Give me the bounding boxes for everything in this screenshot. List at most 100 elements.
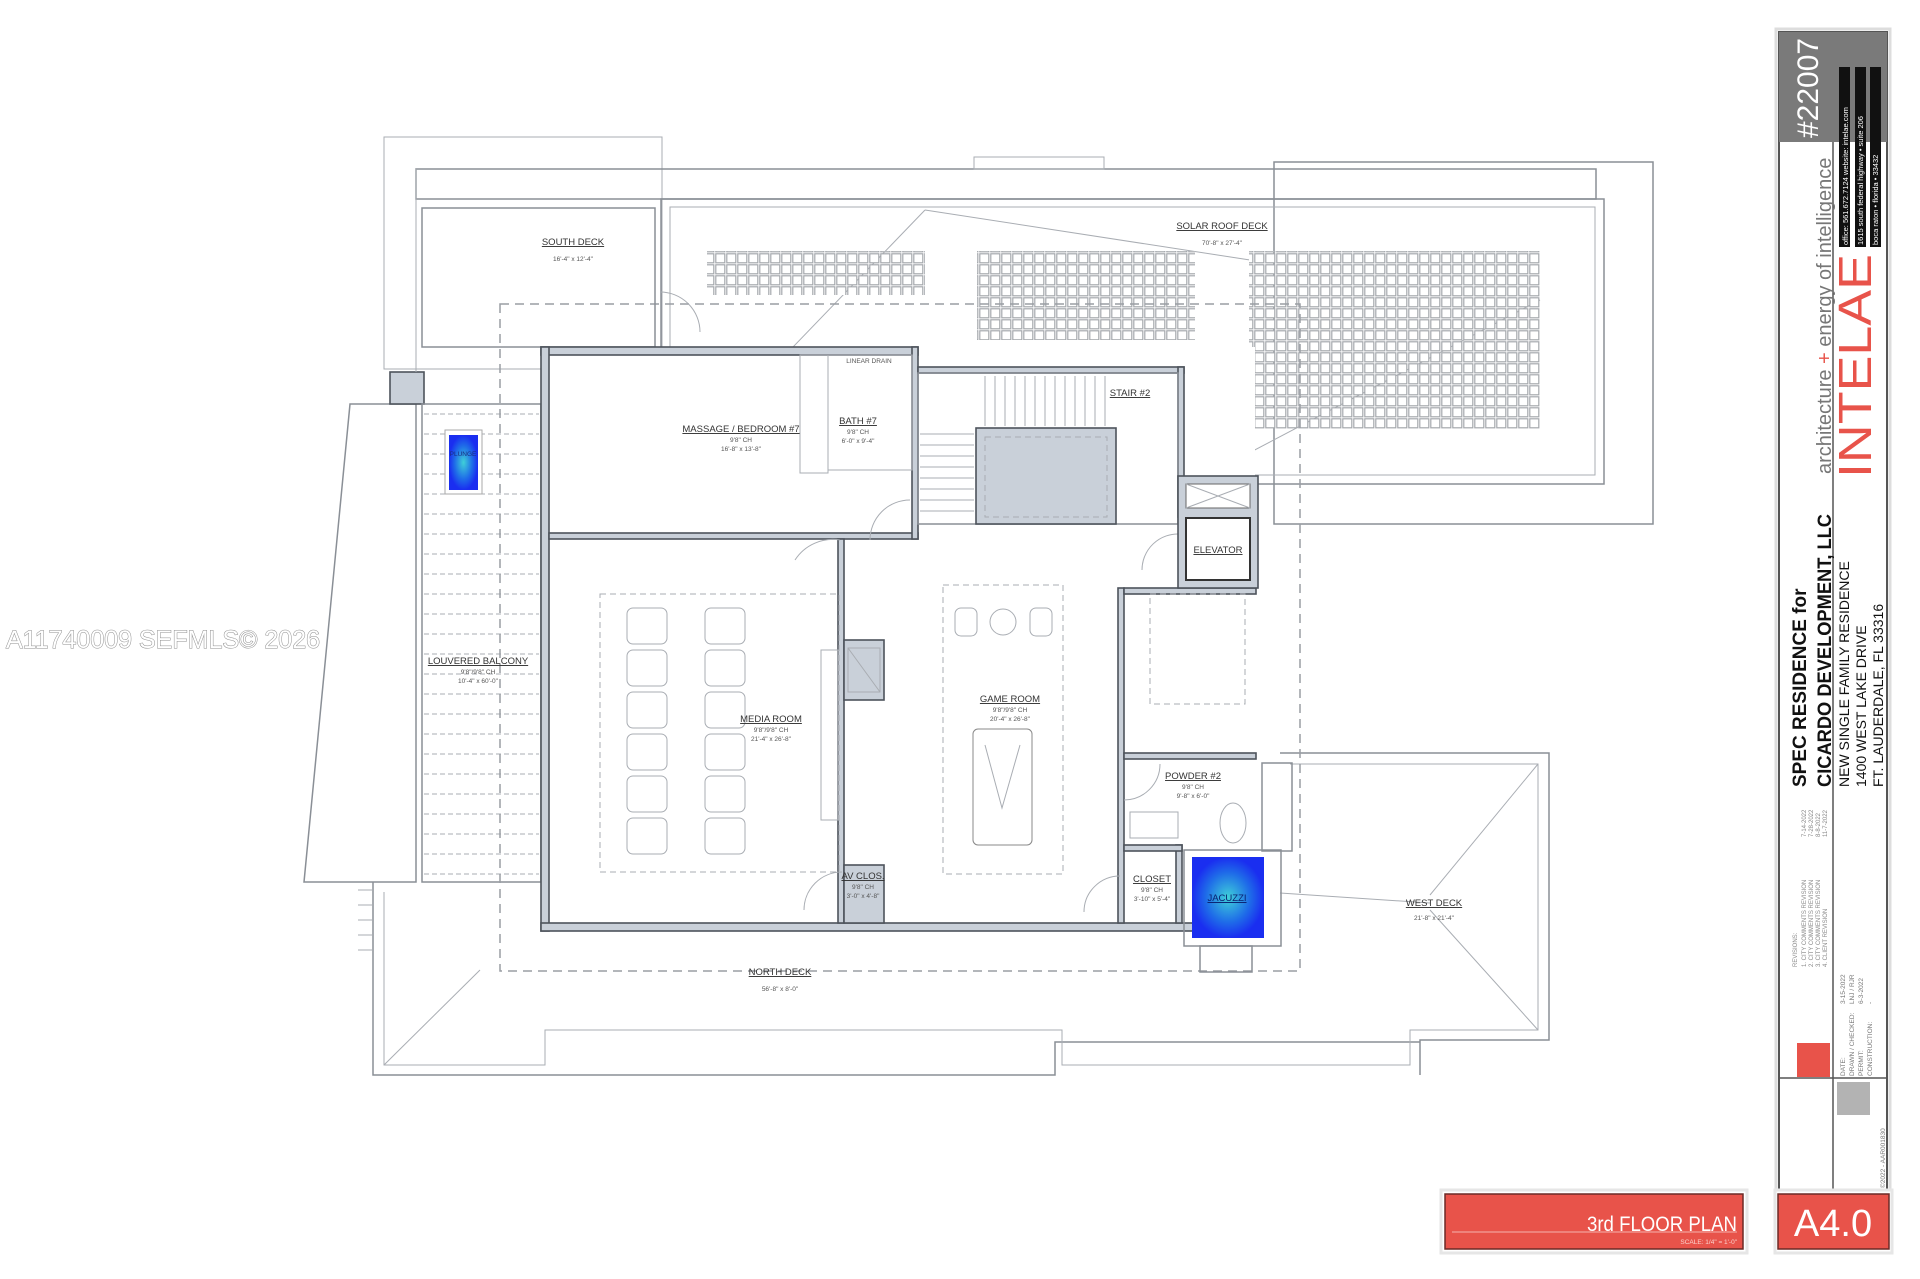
sheet-scale: SCALE: 1/4" = 1'-0" bbox=[1680, 1239, 1737, 1246]
title-block: #22007 architecture + energy of intellig… bbox=[1774, 27, 1892, 1195]
ch-media-room: 9'8"/9'8" CH bbox=[754, 727, 789, 734]
theater-seat bbox=[626, 733, 668, 771]
theater-seat bbox=[704, 691, 746, 729]
firm-tagline: architecture + energy of intelligence bbox=[1814, 158, 1836, 474]
revision-3-date: 8-8-2022 bbox=[1816, 812, 1822, 837]
sheet-title-text: 3rd FLOOR PLAN bbox=[1587, 1213, 1737, 1236]
revision-1: 1. CITY COMMENTS REVISION bbox=[1802, 880, 1808, 967]
dims-powder-2: 9'-8" x 6'-0" bbox=[1177, 793, 1210, 800]
firm-contact-city: boca raton • florida • 33432 bbox=[1871, 155, 1880, 245]
label-media-room: MEDIA ROOM bbox=[740, 714, 802, 725]
label-plunge: PLUNGE bbox=[450, 451, 477, 458]
project-number: #22007 bbox=[1792, 38, 1825, 138]
theater-seat bbox=[704, 649, 746, 687]
theater-seat bbox=[704, 607, 746, 645]
sheet-number: A4.0 bbox=[1794, 1203, 1872, 1245]
revision-1-date: 7-14-2022 bbox=[1802, 809, 1808, 837]
label-massage-bedroom: MASSAGE / BEDROOM #7 bbox=[682, 424, 799, 435]
firm-logo: INTELAE bbox=[1829, 254, 1881, 478]
firm-contact-address: 1615 south federal highway • suite 206 bbox=[1856, 116, 1865, 245]
overhang-dashed-line bbox=[499, 303, 1301, 972]
theater-seat bbox=[626, 607, 668, 645]
red-swatch bbox=[1797, 1043, 1830, 1077]
theater-seat bbox=[626, 775, 668, 813]
info-date-label: DATE: bbox=[1840, 1057, 1847, 1076]
info-construction-label: CONSTRUCTION: bbox=[1867, 1022, 1874, 1076]
theater-seat bbox=[626, 691, 668, 729]
dims-massage: 16'-8" x 13'-8" bbox=[721, 446, 762, 453]
jacuzzi bbox=[1183, 849, 1282, 973]
label-jacuzzi: JACUZZI bbox=[1207, 893, 1246, 904]
revision-2: 2. CITY COMMENTS REVISION bbox=[1809, 880, 1815, 967]
info-drawn: LNJ / RJR bbox=[1849, 974, 1856, 1004]
label-louvered-balcony: LOUVERED BALCONY bbox=[428, 656, 529, 667]
ch-massage: 9'8" CH bbox=[730, 437, 752, 444]
solar-array-3 bbox=[1249, 251, 1540, 429]
stair-2 bbox=[917, 372, 1179, 525]
dims-louvered-balcony: 10'-4" x 60'-0" bbox=[458, 678, 499, 685]
sheet-title: 3rd FLOOR PLAN SCALE: 1/4" = 1'-0" A4.0 bbox=[1439, 1188, 1894, 1255]
copyright: ©2022 - AAR001830 bbox=[1879, 1128, 1887, 1188]
label-solar-roof-deck: SOLAR ROOF DECK bbox=[1176, 221, 1268, 232]
revision-2-date: 7-28-2022 bbox=[1809, 809, 1815, 837]
revision-4: 4. CLIENT REVISION bbox=[1823, 909, 1829, 967]
stair-stub bbox=[358, 889, 372, 951]
info-date: 3-15-2022 bbox=[1840, 974, 1847, 1004]
dims-solar-roof-deck: 70'-8" x 27'-4" bbox=[1202, 240, 1243, 247]
label-stair-2: STAIR #2 bbox=[1110, 388, 1150, 399]
revisions: REVISIONS: 1. CITY COMMENTS REVISION 2. … bbox=[1793, 809, 1829, 967]
label-bath-7: BATH #7 bbox=[839, 416, 877, 427]
firm-contact-phone: office: 561.672.7124 website: intelae.co… bbox=[1841, 107, 1850, 245]
ch-closet: 9'8" CH bbox=[1141, 887, 1163, 894]
project-line-1: NEW SINGLE FAMILY RESIDENCE bbox=[1836, 561, 1852, 787]
room-labels: SOUTH DECK 16'-4" x 12'-4" SOLAR ROOF DE… bbox=[428, 221, 1463, 993]
dims-av-closet: 3'-0" x 4'-8" bbox=[847, 893, 880, 900]
gray-swatch bbox=[1837, 1082, 1870, 1115]
info-permit: 6-3-2022 bbox=[1858, 978, 1865, 1004]
revision-4-date: 11-7-2022 bbox=[1823, 809, 1829, 837]
info-permit-label: PERMIT: bbox=[1858, 1050, 1865, 1076]
theater-seat bbox=[626, 649, 668, 687]
deck-outline bbox=[358, 752, 1550, 1076]
dims-media-room: 21'-4" x 26'-8" bbox=[751, 736, 792, 743]
project-title-2: CICARDO DEVELOPMENT, LLC bbox=[1815, 514, 1836, 787]
dims-bath-7: 6'-0" x 9'-4" bbox=[842, 438, 875, 445]
ch-louvered-balcony: 9'8"/9'8" CH bbox=[461, 669, 496, 676]
south-deck bbox=[421, 207, 701, 348]
game-room-furniture bbox=[942, 584, 1064, 875]
label-av-closet: AV CLOS. bbox=[841, 871, 884, 882]
theater-seat bbox=[704, 817, 746, 855]
ch-powder-2: 9'8" CH bbox=[1182, 784, 1204, 791]
dims-south-deck: 16'-4" x 12'-4" bbox=[553, 256, 594, 263]
theater-seat bbox=[704, 733, 746, 771]
dims-west-deck: 21'-8" x 21'-4" bbox=[1414, 915, 1455, 922]
dims-north-deck: 56'-8" x 8'-0" bbox=[762, 986, 799, 993]
powder-fixtures bbox=[1129, 762, 1293, 852]
solar-array-2 bbox=[977, 251, 1195, 340]
info-drawn-label: DRAWN / CHECKED: bbox=[1849, 1012, 1856, 1076]
ch-av-closet: 9'8" CH bbox=[852, 884, 874, 891]
project-line-3: FT. LAUDERDALE, FL 33316 bbox=[1870, 604, 1886, 787]
ch-bath-7: 9'8" CH bbox=[847, 429, 869, 436]
label-powder-2: POWDER #2 bbox=[1165, 771, 1221, 782]
theater-seat bbox=[626, 817, 668, 855]
media-room-furniture bbox=[599, 593, 840, 873]
project-number-header bbox=[1779, 32, 1887, 142]
mls-watermark: A11740009 SEFMLS© 2026 bbox=[6, 626, 320, 654]
plunge-pool bbox=[444, 429, 483, 495]
ch-game-room: 9'8"/9'8" CH bbox=[993, 707, 1028, 714]
drawing-info: DATE: DRAWN / CHECKED: PERMIT: CONSTRUCT… bbox=[1840, 974, 1887, 1188]
label-game-room: GAME ROOM bbox=[980, 694, 1040, 705]
label-west-deck: WEST DECK bbox=[1406, 898, 1463, 909]
label-closet: CLOSET bbox=[1133, 874, 1171, 885]
dims-closet: 3'-10" x 5'-4" bbox=[1134, 896, 1171, 903]
revision-3: 3. CITY COMMENTS REVISION bbox=[1816, 880, 1822, 967]
label-elevator: ELEVATOR bbox=[1193, 545, 1242, 556]
info-construction: - bbox=[1867, 1002, 1874, 1004]
pool-table bbox=[972, 728, 1033, 846]
balcony-edge bbox=[303, 169, 425, 883]
dims-game-room: 20'-4" x 26'-8" bbox=[990, 716, 1031, 723]
solar-array-1 bbox=[707, 251, 925, 295]
